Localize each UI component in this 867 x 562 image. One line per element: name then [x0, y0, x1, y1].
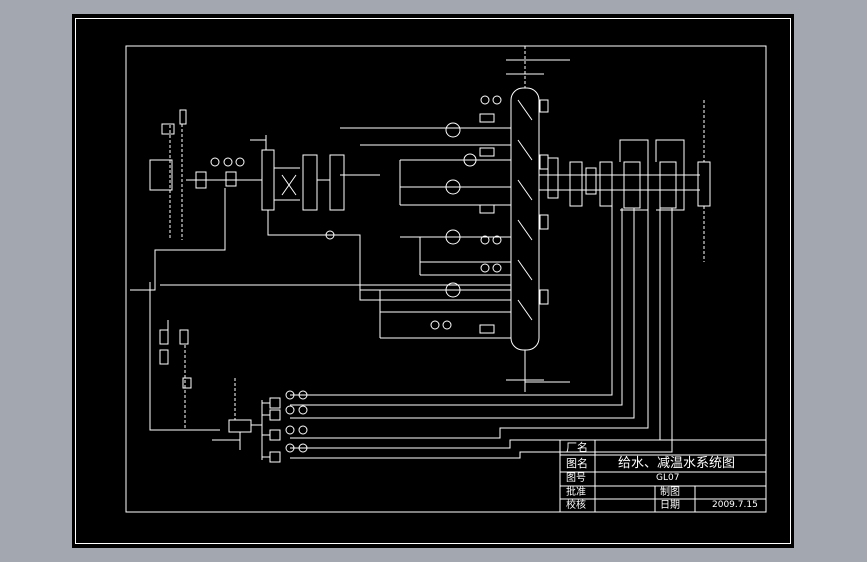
drawing-name-label: 图名 — [566, 457, 588, 470]
drawing-border — [75, 18, 791, 544]
drawn-label: 制图 — [660, 487, 680, 498]
pump-branches — [340, 95, 511, 339]
inlet-section — [130, 109, 511, 431]
title-block-grid — [559, 439, 767, 513]
drawing-title: 给水、减温水系统图 — [618, 456, 736, 471]
factory-label: 厂名 — [566, 441, 588, 454]
date-label: 日期 — [660, 500, 680, 511]
check-label: 校核 — [566, 500, 586, 511]
main-column — [506, 46, 570, 392]
return-lines — [290, 200, 673, 459]
date-value: 2009.7.15 — [712, 500, 758, 510]
drawing-canvas — [72, 14, 794, 548]
left-equipment — [250, 135, 511, 301]
drawing-no-label: 图号 — [566, 473, 586, 484]
drawing-no: GL07 — [656, 473, 680, 483]
approve-label: 批准 — [566, 487, 586, 498]
heater-chain — [539, 100, 711, 262]
distribution-section — [159, 320, 308, 463]
inner-frame — [125, 45, 767, 513]
